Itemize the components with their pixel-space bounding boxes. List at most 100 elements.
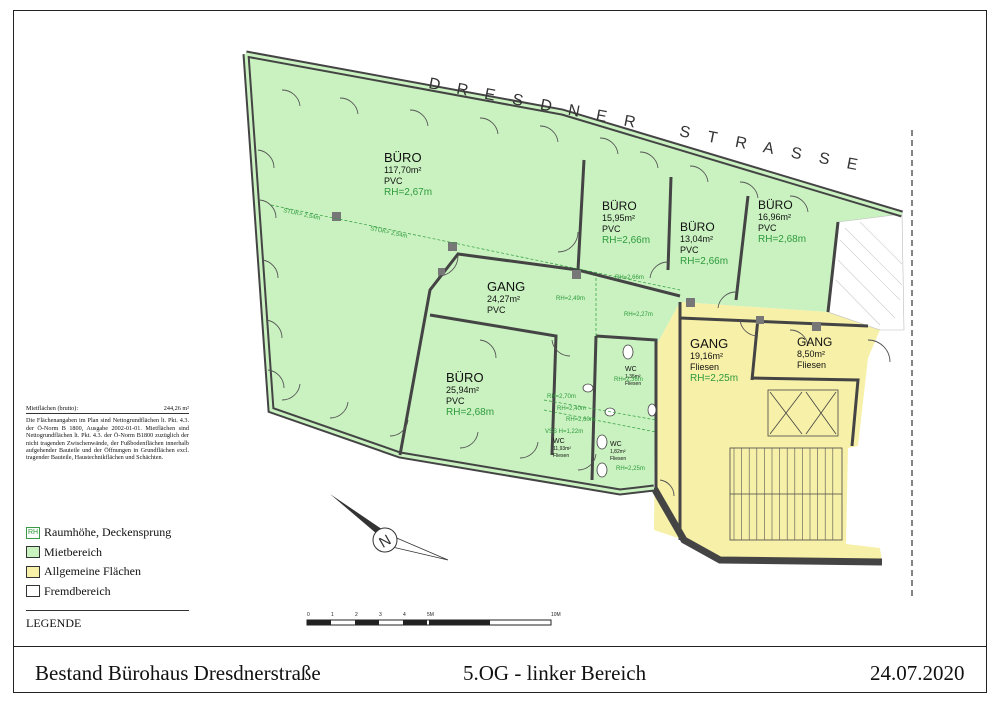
street-letter: R bbox=[622, 113, 637, 132]
project-title: Bestand Bürohaus Dresdnerstraße bbox=[35, 661, 321, 685]
scale-label: 10M bbox=[551, 612, 561, 618]
wc-fixtures bbox=[582, 344, 657, 478]
stair-treads bbox=[733, 448, 834, 540]
street-letter: D bbox=[427, 75, 442, 94]
room-name: WC bbox=[553, 438, 565, 445]
room-name: BÜRO bbox=[680, 220, 715, 234]
room-height: RH=2,66m bbox=[680, 256, 728, 267]
room-area: 25,94m² bbox=[446, 385, 479, 395]
room-name: GANG bbox=[487, 279, 525, 294]
area-note: Die Flächenangaben im Plan sind Nettogru… bbox=[26, 417, 189, 462]
room-height: RH=2,66m bbox=[602, 235, 650, 246]
legend-item: Mietbereich bbox=[26, 543, 189, 563]
room-floor: PVC bbox=[758, 223, 777, 233]
room-floor: PVC bbox=[680, 245, 699, 255]
legend-swatch bbox=[26, 546, 40, 559]
street-letter: R bbox=[734, 134, 749, 153]
room-floor: PVC bbox=[446, 396, 465, 406]
area-info: Mietflächen (brutto): 244,26 m² Die Fläch… bbox=[26, 405, 189, 462]
room-area: 1,82m² bbox=[610, 449, 626, 455]
rh-annotation: RH=2,49m bbox=[556, 296, 585, 302]
scale-label: 1 bbox=[331, 612, 334, 618]
scale-label: 4 bbox=[403, 612, 406, 618]
rh-annotation: RH=2,70m bbox=[547, 394, 576, 400]
street-letter: R bbox=[455, 81, 470, 100]
area-label: Mietflächen (brutto): bbox=[26, 405, 79, 412]
rh-lines bbox=[270, 204, 681, 433]
room-area: 117,70m² bbox=[384, 165, 421, 175]
room-floor: Fliesen bbox=[797, 360, 826, 370]
room-labels: BÜRO117,70m²PVCRH=2,67mBÜRO15,95m²PVCRH=… bbox=[384, 150, 832, 462]
legend-label: Fremdbereich bbox=[44, 583, 111, 598]
room-name: BÜRO bbox=[384, 150, 422, 165]
legend-title: LEGENDE bbox=[26, 610, 189, 631]
room-name: GANG bbox=[797, 335, 832, 349]
legend-swatch: RH bbox=[26, 526, 40, 539]
interior-walls bbox=[398, 159, 869, 540]
room-name: BÜRO bbox=[602, 199, 637, 213]
title-block: Bestand Bürohaus Dresdnerstraße 5.OG - l… bbox=[13, 646, 987, 693]
plan-date: 24.07.2020 bbox=[870, 661, 965, 685]
columns bbox=[332, 212, 821, 331]
room-name: WC bbox=[625, 366, 637, 373]
street-letter: S bbox=[817, 150, 831, 169]
rh-annotation: RH=2,27m bbox=[624, 312, 653, 318]
room-area: 11,93m² bbox=[553, 446, 571, 452]
legend-label: Raumhöhe, Deckensprung bbox=[44, 525, 172, 540]
door-swings bbox=[257, 89, 891, 497]
room-name: WC bbox=[610, 441, 622, 448]
legend-item: RH Raumhöhe, Deckensprung bbox=[26, 523, 189, 543]
legend-label: Mietbereich bbox=[44, 544, 102, 559]
scale-bar: 0 1 2 3 4 5M 10M bbox=[306, 612, 561, 626]
room-area: 1,35m² bbox=[625, 374, 641, 380]
scale-label: 5M bbox=[427, 612, 434, 618]
rh-annotation: RH=2,66m bbox=[615, 275, 644, 281]
street-letter: D bbox=[539, 97, 554, 116]
foreign-area bbox=[827, 213, 905, 331]
scale-label: 0 bbox=[307, 612, 310, 618]
room-floor: PVC bbox=[384, 176, 403, 186]
rh-annotation: RH=2,40m bbox=[557, 406, 586, 412]
room-height: RH=2,25m bbox=[690, 373, 738, 384]
room-floor: Fliesen bbox=[690, 362, 719, 372]
legend-item: Allgemeine Flächen bbox=[26, 562, 189, 582]
street-letter: S bbox=[678, 123, 692, 142]
area-value: 244,26 m² bbox=[163, 405, 189, 412]
street-letter: S bbox=[790, 145, 804, 164]
rh-annotation: VSS H=1,22m bbox=[545, 429, 583, 435]
room-area: 8,50m² bbox=[797, 349, 825, 359]
room-name: GANG bbox=[690, 336, 728, 351]
room-area: 19,16m² bbox=[690, 351, 723, 361]
street-letter: T bbox=[706, 129, 719, 148]
drawing-frame bbox=[13, 10, 987, 693]
scale-label: 3 bbox=[379, 612, 382, 618]
room-height: RH=2,68m bbox=[446, 407, 494, 418]
room-height: RH=2,68m bbox=[758, 234, 806, 245]
street-letter: E bbox=[594, 107, 608, 126]
room-area: 16,96m² bbox=[758, 212, 791, 222]
legend-swatch bbox=[26, 585, 40, 598]
room-area: 15,95m² bbox=[602, 213, 635, 223]
street-letter: E bbox=[483, 86, 497, 105]
room-floor: Fliesen bbox=[610, 456, 626, 462]
street-letter: A bbox=[762, 139, 776, 158]
rh-annotation: RH=2,60m bbox=[566, 417, 595, 423]
scale-label: 2 bbox=[355, 612, 358, 618]
room-name: BÜRO bbox=[446, 370, 484, 385]
room-name: BÜRO bbox=[758, 198, 793, 212]
room-area: 24,27m² bbox=[487, 294, 520, 304]
room-floor: PVC bbox=[602, 224, 621, 234]
room-floor: PVC bbox=[487, 305, 506, 315]
legend-item: Fremdbereich bbox=[26, 582, 189, 602]
floor-title: 5.OG - linker Bereich bbox=[463, 661, 647, 685]
street-letter: E bbox=[845, 155, 859, 174]
street-letter: N bbox=[567, 102, 582, 121]
rh-annotation: RH=2,36m bbox=[614, 377, 643, 383]
rh-annotation: RH=2,25m bbox=[616, 466, 645, 472]
legend-swatch bbox=[26, 565, 40, 578]
room-floor: Fliesen bbox=[553, 453, 569, 459]
room-area: 13,04m² bbox=[680, 234, 713, 244]
